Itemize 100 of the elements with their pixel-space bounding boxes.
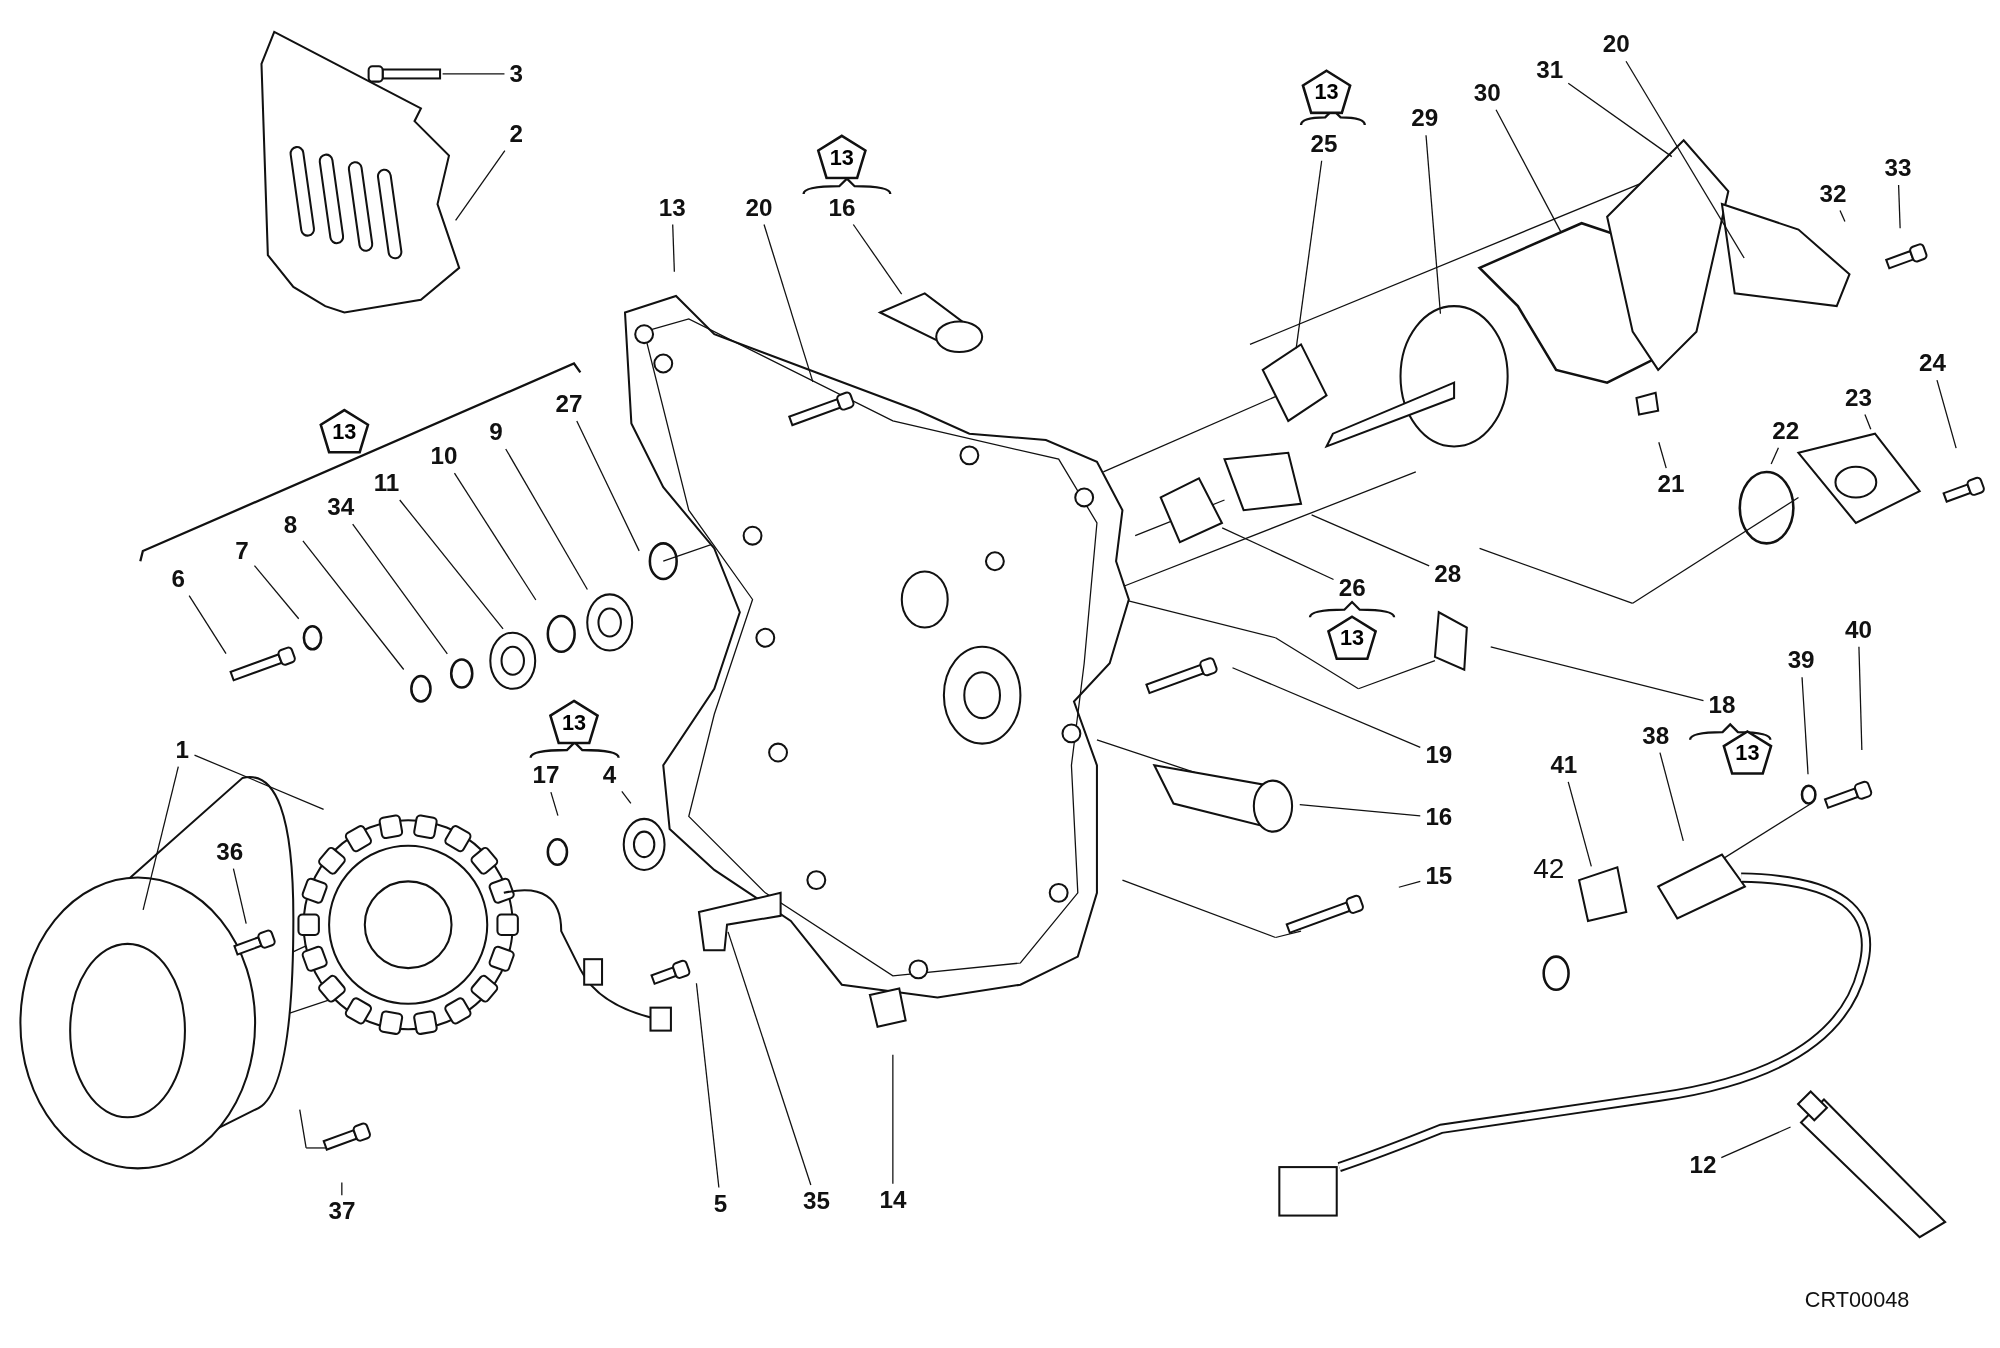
leader-line: [193, 754, 325, 810]
leader-line: [142, 765, 179, 911]
callout-number: 27: [552, 390, 585, 419]
leader-line: [1299, 803, 1421, 817]
leader-line: [232, 868, 247, 925]
leader-line: [1864, 413, 1872, 430]
callout-number: 35: [800, 1187, 833, 1216]
leader-line: [399, 499, 504, 630]
callout-number: 7: [232, 537, 252, 566]
leader-line: [1398, 880, 1421, 888]
callout-number: 5: [711, 1190, 730, 1219]
callout-number: 29: [1408, 104, 1441, 133]
leader-line: [1770, 447, 1780, 465]
leader-line: [1801, 676, 1809, 775]
callout-number: 16: [825, 193, 858, 222]
callout-number: 3: [507, 59, 526, 88]
leader-line: [1310, 514, 1430, 567]
callout-number: 42: [1533, 852, 1565, 886]
callout-number: 26: [1336, 574, 1369, 603]
callout-number: 39: [1785, 646, 1818, 675]
reference-number: 13: [828, 146, 855, 170]
pentagon-symbol: [1301, 68, 1353, 115]
leader-line: [1495, 109, 1562, 233]
callout-number: 6: [169, 565, 188, 594]
callout-number: 2: [507, 119, 526, 148]
leader-line: [1221, 527, 1335, 581]
leader-line: [1490, 646, 1705, 702]
leader-line: [1720, 1126, 1792, 1159]
leader-line: [1897, 184, 1901, 229]
leader-line: [188, 595, 227, 655]
leader-line: [672, 223, 675, 273]
callout-number: 22: [1769, 417, 1802, 446]
leader-line: [453, 472, 537, 601]
reference-number: 13: [560, 711, 588, 735]
leader-line: [1625, 60, 1745, 259]
leader-line: [1659, 751, 1684, 842]
leader-line: [454, 149, 506, 221]
drawing-code: CRT00048: [1804, 1288, 1910, 1314]
callout-number: 21: [1654, 470, 1688, 499]
callout-number: 19: [1422, 741, 1455, 770]
reference-number: 13: [1313, 81, 1340, 105]
leader-line: [892, 1054, 894, 1185]
callout-number: 16: [1422, 803, 1455, 832]
callout-number: 37: [325, 1197, 358, 1226]
callout-number: 24: [1916, 349, 1949, 378]
leader-line: [1425, 134, 1442, 315]
callout-number: 11: [371, 469, 402, 498]
leader-line: [695, 982, 720, 1189]
leader-line: [1567, 82, 1673, 158]
pentagon-symbol: [1721, 729, 1773, 776]
callout-number: 13: [656, 193, 689, 222]
leader-line: [1936, 379, 1957, 449]
leader-line: [763, 223, 814, 383]
callout-number: 28: [1431, 559, 1464, 588]
callout-number: 8: [281, 511, 300, 540]
leader-line: [253, 564, 300, 620]
callout-number: 1: [172, 735, 192, 765]
callout-number: 14: [876, 1186, 909, 1215]
leader-line: [576, 420, 640, 552]
callout-number: 32: [1816, 179, 1850, 208]
leader-line: [1658, 441, 1667, 469]
callout-number: 20: [1600, 30, 1633, 59]
callout-number: 17: [529, 761, 563, 790]
reference-number: 13: [1338, 627, 1366, 651]
callout-number: 20: [743, 193, 776, 222]
reference-number: 13: [331, 420, 358, 444]
callout-number: 12: [1686, 1151, 1719, 1180]
callout-number: 36: [213, 838, 246, 867]
callout-number: 38: [1639, 721, 1672, 750]
pentagon-symbol: [548, 699, 600, 745]
callout-number: 10: [427, 442, 460, 471]
leader-line: [727, 931, 812, 1186]
leader-line: [505, 448, 588, 591]
leader-line: [1858, 646, 1863, 751]
callout-number: 30: [1471, 79, 1504, 108]
callout-number: 15: [1422, 862, 1455, 891]
callout-number: 33: [1882, 154, 1915, 183]
leader-line: [352, 523, 448, 655]
callout-number: 31: [1533, 56, 1566, 85]
callout-number: 34: [324, 493, 357, 522]
leader-line: [1231, 667, 1421, 748]
leader-line: [302, 540, 405, 671]
leader-line: [550, 791, 559, 817]
callout-number: 41: [1547, 751, 1580, 780]
callout-number: 40: [1842, 616, 1875, 645]
leader-line: [1567, 781, 1592, 868]
callout-number: 23: [1842, 383, 1875, 412]
leader-line: [621, 790, 632, 804]
leader-line: [341, 1181, 343, 1196]
pentagon-symbol: [1326, 614, 1378, 661]
leader-line: [1839, 209, 1846, 223]
callout-number: 9: [486, 418, 506, 447]
pentagon-symbol: [318, 408, 370, 455]
leader-line: [1295, 160, 1323, 349]
callout-number: 18: [1706, 691, 1739, 720]
pentagon-symbol: [816, 133, 868, 180]
reference-number: 13: [1734, 742, 1761, 766]
callout-number: 4: [600, 761, 619, 790]
leader-line: [852, 223, 903, 295]
leader-line: [441, 73, 506, 75]
